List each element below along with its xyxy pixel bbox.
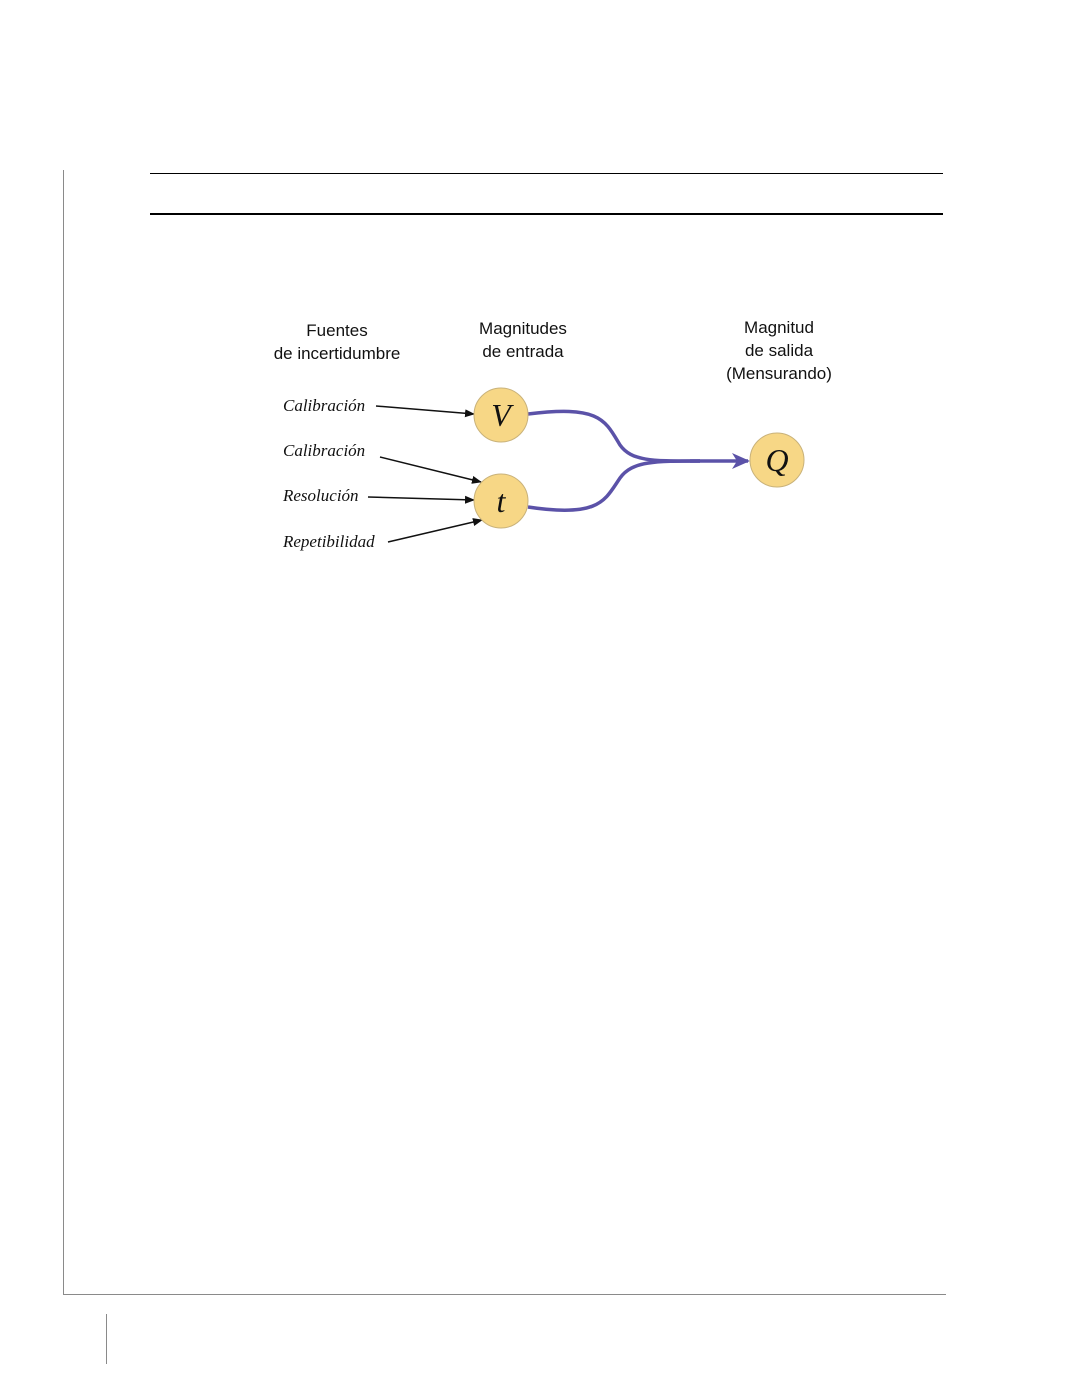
node-q: Q	[749, 432, 805, 488]
header-sources: Fuentes de incertidumbre	[274, 321, 401, 363]
source-label-calibracion-t: Calibración	[283, 441, 365, 460]
arrow-repetibilidad-to-t	[387, 518, 483, 543]
node-v: V	[473, 387, 529, 443]
bottom-rule	[63, 1294, 946, 1295]
header-inputs-line2: de entrada	[482, 342, 564, 361]
header-inputs-line1: Magnitudes	[479, 319, 567, 338]
header-inputs: Magnitudes de entrada	[479, 319, 567, 361]
node-t-circle	[473, 473, 529, 529]
arrow-calibracion-to-v	[375, 405, 475, 418]
arrow-calibracion-to-t	[379, 456, 482, 484]
flow-curve-v	[527, 409, 701, 463]
top-rule-2	[150, 213, 943, 215]
arrow-resolucion-to-t	[367, 495, 475, 504]
source-label-calibracion-v: Calibración	[283, 396, 365, 415]
header-output: Magnitud de salida (Mensurando)	[726, 318, 832, 383]
node-q-label: Q	[765, 442, 788, 478]
node-v-label: V	[491, 397, 514, 433]
header-sources-line2: de incertidumbre	[274, 344, 401, 363]
source-label-resolucion: Resolución	[282, 486, 359, 505]
flow-curve-t	[527, 459, 701, 513]
header-output-line3: (Mensurando)	[726, 364, 832, 383]
source-label-repetibilidad: Repetibilidad	[282, 532, 375, 551]
header-output-line2: de salida	[745, 341, 814, 360]
node-t: t	[473, 473, 529, 529]
node-v-circle	[473, 387, 529, 443]
top-rule-1	[150, 173, 943, 174]
footer-rule	[106, 1314, 107, 1364]
node-t-label: t	[497, 483, 507, 519]
header-output-line1: Magnitud	[744, 318, 814, 337]
header-sources-line1: Fuentes	[306, 321, 367, 340]
node-q-circle	[749, 432, 805, 488]
left-margin-rule	[63, 170, 64, 1295]
